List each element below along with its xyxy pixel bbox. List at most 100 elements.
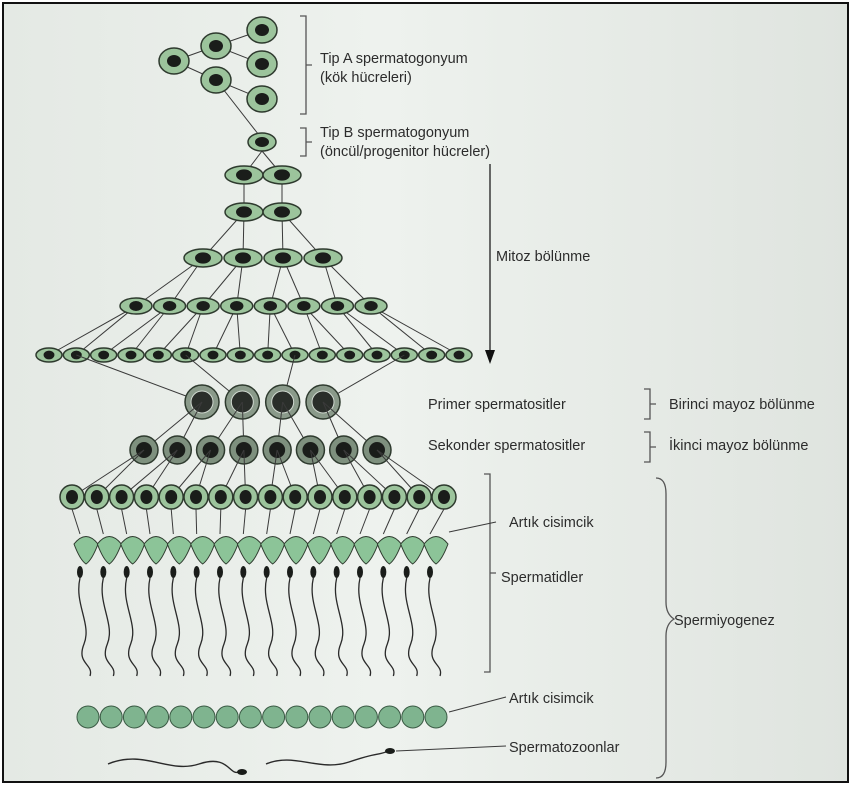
mitotic-cell-r4-0-nucleus [43,350,55,360]
spermatid-nucleus-4 [170,566,177,578]
connector [429,508,445,535]
spermatid-14-nucleus [413,490,426,504]
spermatid-nucleus-1 [100,566,107,578]
mitotic-cell-r3-6-nucleus [330,301,345,311]
spermatid-12-nucleus [363,490,376,504]
spermatozoon-1-tail [107,758,240,774]
spermatid-head-1 [96,536,122,565]
mitotic-cell-r3-3-nucleus [229,301,244,311]
connector [71,449,145,498]
mitotic-cell-r3-0-nucleus [129,301,143,311]
mitotic-cell-r4-3-nucleus [125,350,137,360]
spermatid-0-nucleus [66,490,78,504]
spermatid-1-nucleus [90,490,103,504]
spermatid-head-3 [143,536,169,565]
spermatid-nucleus-0 [77,566,83,578]
spermatid-head-7 [236,536,262,565]
connector [337,305,378,356]
residual-body-14 [401,705,425,729]
spermatid-5-nucleus [190,490,202,504]
spermatid-nucleus-9 [287,566,293,578]
spermatid-4-nucleus [165,490,178,504]
mitotic-cell-r3-1-nucleus [162,301,177,311]
residual-body-15 [424,705,448,729]
spermatid-2-nucleus [115,490,128,504]
connector [382,508,395,535]
spermatid-tail-9 [288,577,302,677]
spermatid-nucleus-5 [193,566,200,578]
residual-body-6 [215,705,239,729]
connector [303,305,351,356]
spermatid-nucleus-3 [147,566,153,578]
connector [336,508,346,535]
mitotic-cell-r4-2-nucleus [98,350,110,360]
spermatid-10-nucleus [314,490,326,504]
label-spermatidler: Spermatidler [501,570,584,586]
diagram-canvas [35,15,676,779]
spermatid-head-6 [213,536,239,565]
tip-b-cell-nucleus [255,137,269,147]
spermatozoon-1-head [237,769,247,775]
spermatid-15-nucleus [438,490,450,504]
spermatid-tail-15 [428,577,442,677]
spermatid-nucleus-7 [240,566,247,578]
spermatid-tail-7 [241,577,255,677]
label-tip-b-line1: Tip B spermatogonyum [320,125,470,141]
bracket-birinci-mayoz [644,388,656,420]
spermatid-head-9 [283,536,309,565]
tip-a-cell-0-nucleus [255,24,269,36]
mitotic-cell-r0-1-nucleus [274,169,290,181]
spermatid-nucleus-15 [427,566,433,578]
label-spermiyogenez: Spermiyogenez [674,613,775,629]
connector [312,508,321,535]
connector [170,508,174,535]
connector [266,508,271,535]
spermatid-head-4 [166,536,192,565]
residual-body-13 [378,705,402,729]
mitotic-cell-r3-7-nucleus [364,301,378,311]
spermatozoon-2-tail [265,751,387,766]
connector [76,354,203,403]
residual-body-1 [99,705,123,729]
connector [406,508,420,535]
spermatid-head-2 [120,536,146,565]
spermatid-9-nucleus [289,490,302,504]
mitotic-cell-r2-3-nucleus [315,252,331,264]
spermatid-head-0 [73,536,99,565]
spermatid-nucleus-11 [333,566,340,578]
connector [76,305,137,356]
spermatid-11-nucleus [338,490,351,504]
residual-body-9 [285,705,309,729]
label-mitoz: Mitoz bölünme [496,249,591,265]
mitotic-cell-r4-6-nucleus [207,350,219,360]
spermatid-head-10 [306,536,332,565]
spermatid-head-15 [423,536,449,565]
mitotic-cell-r4-12-nucleus [371,350,383,360]
connector [145,508,151,535]
mitotic-cell-r1-0-nucleus [236,206,252,218]
bracket-tip-a [300,15,312,115]
spermatid-3-nucleus [140,490,153,504]
mitotic-cell-r3-5-nucleus [297,301,311,311]
spermatid-head-8 [260,536,286,565]
connector [103,305,170,356]
connector [157,305,204,356]
spermatozoon-2-head [385,748,395,754]
connector [242,508,247,535]
spermatid-head-13 [376,536,402,565]
spermatid-nucleus-6 [217,566,223,578]
mitotic-cell-r3-2-nucleus [196,301,210,311]
connector [48,305,137,356]
pointer-spermatozoonlar [395,745,507,752]
spermatid-tail-3 [148,577,162,677]
connector [219,508,222,535]
bracket-tip-b [300,127,312,157]
mitotic-cell-r0-0-nucleus [236,169,252,181]
spermatid-head-12 [353,536,379,565]
residual-body-8 [262,705,286,729]
spermatid-nucleus-14 [403,566,410,578]
bracket-spermiyogenez [655,477,676,779]
label-spermatozoonlar: Spermatozoonlar [509,740,620,756]
spermatid-tail-2 [124,577,138,677]
tip-a-cell-4-nucleus [209,74,223,86]
